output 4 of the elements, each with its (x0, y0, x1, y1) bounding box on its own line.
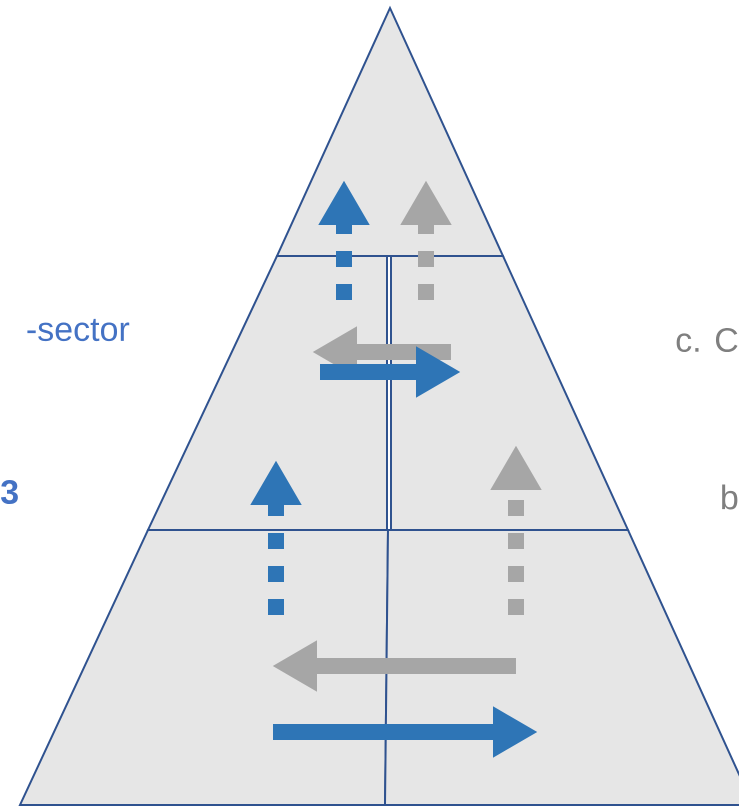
pyramid-section (390, 255, 630, 531)
label-text: b (722, 484, 738, 510)
label-text: c. C (676, 328, 738, 352)
label-text: 3 (0, 480, 18, 504)
